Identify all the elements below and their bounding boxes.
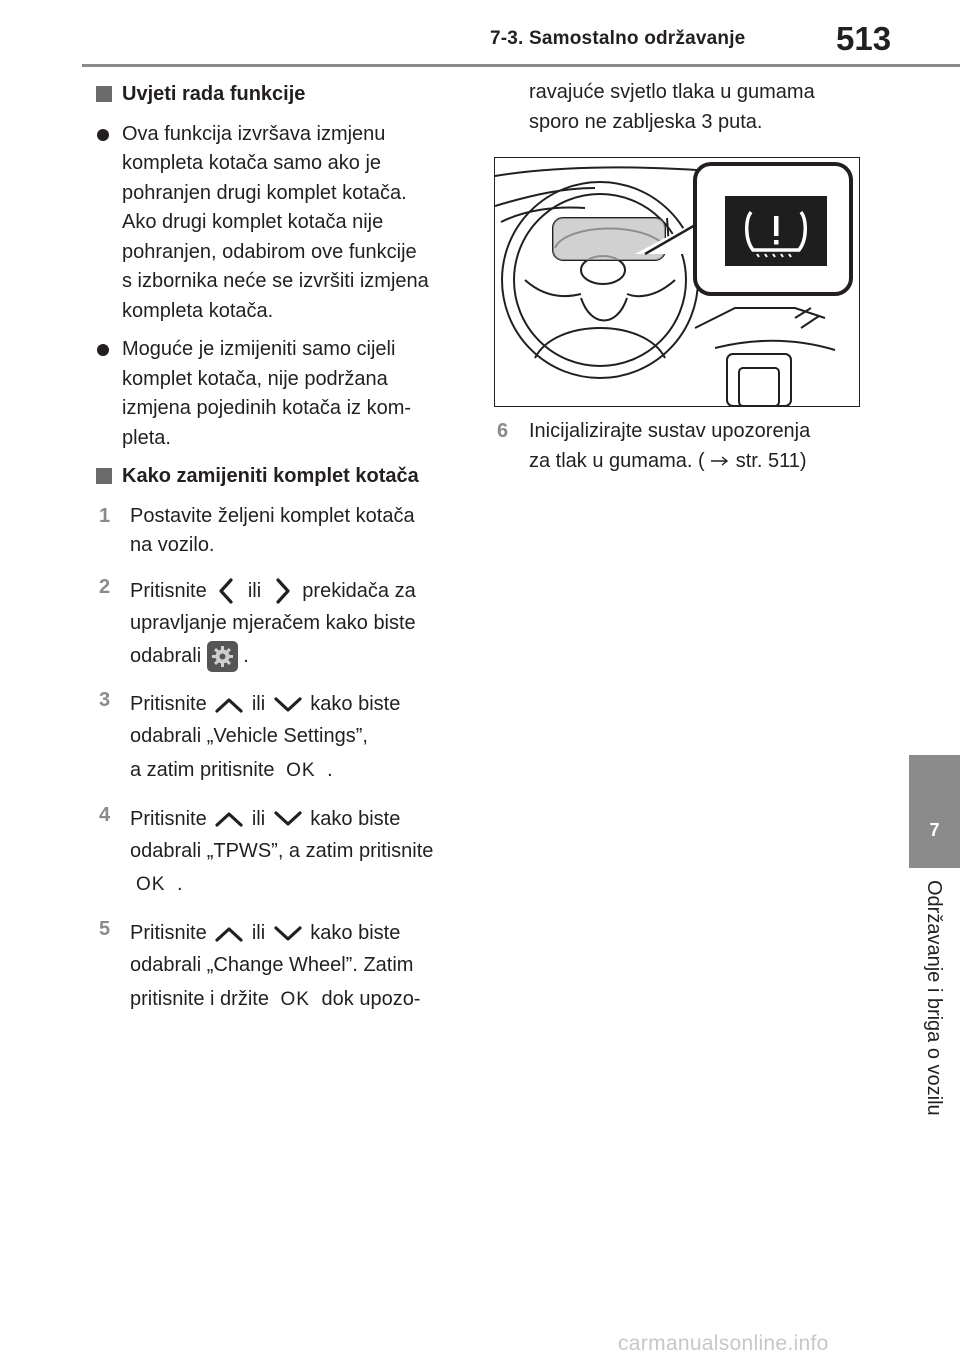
step-text: dok upozo- (321, 987, 421, 1010)
dashboard-drawing (495, 162, 853, 406)
arrow-right-icon (711, 455, 729, 466)
chevron-down-icon (274, 697, 302, 712)
tire-pressure-warning-icon (745, 210, 807, 258)
chevron-right-icon (276, 578, 290, 604)
step-1: 1 Postavite željeni komplet kotača na vo… (96, 502, 468, 561)
step-number: 4 (99, 803, 111, 826)
step-4: 4 Pritisnite ili kako biste odabrali „TP… (96, 801, 468, 904)
step-number: 2 (99, 575, 111, 598)
step-text: ili (251, 807, 266, 830)
step-line: ravajuće svjetlo tlaka u gumama (529, 81, 815, 103)
chevron-up-icon (215, 927, 243, 942)
step-text: ili (251, 922, 266, 944)
step-line: Pritisnite ili kako biste (130, 915, 468, 951)
step-line: upravljanje mjeračem kako biste (130, 611, 416, 634)
step-line: odabrali „Change Wheel”. Zatim (130, 954, 414, 976)
ok-button-icon: OK (280, 988, 310, 1010)
step-line: pritisnite i držite OK dok upozo- (130, 981, 468, 1018)
watermark: carmanualsonline.info (618, 1332, 829, 1355)
chapter-tab (909, 755, 960, 868)
bullet-dot-icon (97, 128, 109, 141)
section-heading: Uvjeti rada funkcije (96, 80, 468, 110)
bullet-line: kompleta kotača samo ako je (122, 152, 382, 174)
left-column: Uvjeti rada funkcije Ova funkcija izvrša… (96, 80, 468, 1030)
step-line: odabrali . (130, 638, 468, 674)
step-text: Pritisnite (130, 922, 207, 944)
page-reference-link[interactable]: str. 511) (735, 449, 807, 472)
step-line: sporo ne zabljeska 3 puta. (529, 110, 763, 133)
section-title: 7-3. Samostalno održavanje (490, 28, 746, 49)
header-divider (82, 64, 960, 67)
step-text: prekidača za (302, 579, 416, 602)
step-text: Pritisnite (130, 693, 207, 715)
settings-gear-icon (206, 641, 238, 673)
right-column: ravajuće svjetlo tlaka u gumama sporo ne… (494, 78, 867, 488)
step-line: Pritisnite ili kako biste (130, 801, 468, 837)
step-5: 5 Pritisnite ili kako biste odabrali „Ch… (96, 915, 468, 1018)
bullet-line: kompleta kotača. (122, 299, 274, 322)
step-line: na vozilo. (130, 534, 215, 556)
step-text: kako biste (310, 807, 401, 830)
step-text: ili (251, 693, 266, 715)
section-heading: Kako zamijeniti komplet kotača (96, 462, 468, 492)
bullet-line: Ova funkcija izvršava izmjenu (122, 122, 386, 145)
dashboard-illustration (494, 157, 860, 407)
ok-button-icon: OK (286, 759, 316, 781)
heading-square-icon (96, 86, 112, 102)
step-line: za tlak u gumama. ( str. 511) (529, 447, 867, 477)
chevron-down-icon (274, 926, 302, 941)
bullet-item: Moguće je izmijeniti samo cijeli komplet… (96, 335, 468, 453)
heading-square-icon (96, 468, 112, 484)
step-3: 3 Pritisnite ili kako biste odabrali „Ve… (96, 686, 468, 789)
page-number: 513 (836, 20, 892, 57)
chevron-up-icon (215, 698, 243, 713)
step-text: kako biste (310, 922, 401, 944)
bullet-line: s izbornika neće se izvršiti izmjena (122, 270, 429, 292)
step-line: a zatim pritisnite OK . (130, 752, 468, 789)
bullet-line: Ako drugi komplet kotača nije (122, 211, 384, 233)
step-number: 1 (99, 504, 111, 527)
bullet-line: Moguće je izmijeniti samo cijeli (122, 338, 396, 360)
step-text: . (327, 758, 333, 781)
step-text: ili (247, 579, 262, 602)
step-continuation: ravajuće svjetlo tlaka u gumama sporo ne… (497, 78, 867, 137)
bullet-line: pohranjen, odabirom ove funkcije (122, 240, 417, 263)
step-text: . (243, 645, 249, 667)
ok-button-icon: OK (136, 874, 166, 895)
step-number: 3 (99, 689, 111, 711)
step-text: odabrali (130, 645, 202, 667)
step-6: 6 Inicijalizirajte sustav upozorenja za … (497, 417, 867, 476)
step-line: odabrali „TPWS”, a zatim pritisnite (130, 839, 434, 862)
step-text: pritisnite i držite (130, 987, 269, 1010)
bullet-line: pohranjen drugi komplet kotača. (122, 181, 407, 204)
step-line: Pritisnite ili prekidača za (130, 573, 468, 609)
step-text: za tlak u gumama. ( (529, 449, 705, 472)
step-text: . (177, 873, 183, 895)
bullet-line: izmjena pojedinih kotača iz kom- (122, 397, 412, 419)
bullet-line: pleta. (122, 426, 171, 449)
chevron-left-icon (219, 578, 233, 604)
bullet-item: Ova funkcija izvršava izmjenu kompleta k… (96, 120, 468, 327)
step-number: 6 (497, 420, 509, 442)
bullet-line: komplet kotača, nije podržana (122, 367, 388, 390)
step-line: Inicijalizirajte sustav upozorenja (529, 420, 811, 442)
step-number: 5 (99, 918, 111, 940)
chapter-label-text: Održavanje i briga o vozilu (923, 880, 945, 1116)
step-line: odabrali „Vehicle Settings”, (130, 725, 368, 747)
step-line: Pritisnite ili kako biste (130, 686, 468, 722)
chevron-up-icon (215, 812, 243, 827)
heading-text: Uvjeti rada funkcije (122, 83, 306, 105)
step-text: Pritisnite (130, 579, 207, 602)
chevron-down-icon (274, 811, 302, 826)
step-text: a zatim pritisnite (130, 758, 275, 781)
bullet-dot-icon (97, 344, 109, 356)
step-text: Pritisnite (130, 807, 207, 830)
step-line: OK . (130, 866, 468, 903)
heading-text: Kako zamijeniti komplet kotača (122, 465, 419, 487)
step-text: kako biste (310, 693, 401, 715)
chapter-label: Održavanje i briga o vozilu (914, 880, 954, 1150)
step-2: 2 Pritisnite ili prekidača za upravljanj… (96, 573, 468, 675)
chapter-number: 7 (929, 820, 940, 840)
step-line: Postavite željeni komplet kotača (130, 504, 415, 527)
